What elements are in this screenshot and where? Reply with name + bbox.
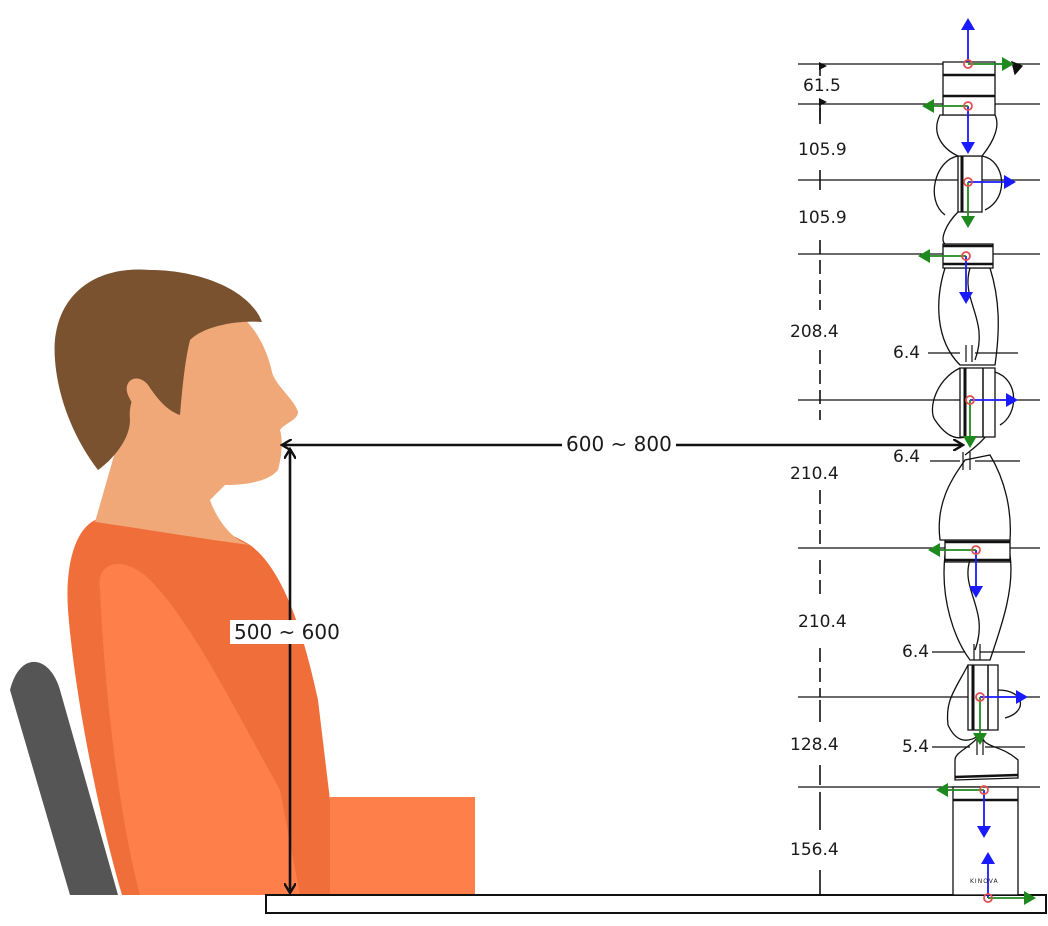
vertical-height-label: 500 ~ 600: [230, 620, 344, 644]
segment-length-4: 208.4: [790, 322, 839, 342]
offset-label-1: 6.4: [893, 343, 921, 363]
chair-icon: [10, 661, 118, 895]
joint-frames: [918, 18, 1036, 905]
offset-label-3: 6.4: [902, 642, 930, 662]
table-edge: [265, 894, 1047, 914]
segment-length-5: 210.4: [790, 464, 839, 484]
offset-measure-lines: [928, 345, 1025, 755]
horizontal-reach-label: 600 ~ 800: [562, 432, 676, 456]
segment-length-1: 61.5: [803, 76, 841, 96]
segment-length-6: 210.4: [798, 612, 847, 632]
segment-length-2: 105.9: [798, 140, 847, 160]
person-figure-icon: [54, 269, 475, 895]
offset-label-4: 5.4: [902, 737, 930, 757]
reference-lines: [798, 63, 1040, 788]
segment-length-7: 128.4: [790, 735, 839, 755]
robot-arm-icon: [798, 60, 1040, 896]
offset-label-2: 6.4: [893, 447, 921, 467]
segment-length-8: 156.4: [790, 840, 839, 860]
segment-length-3: 105.9: [798, 208, 847, 228]
base-logo-text: KINOVA: [970, 878, 999, 885]
